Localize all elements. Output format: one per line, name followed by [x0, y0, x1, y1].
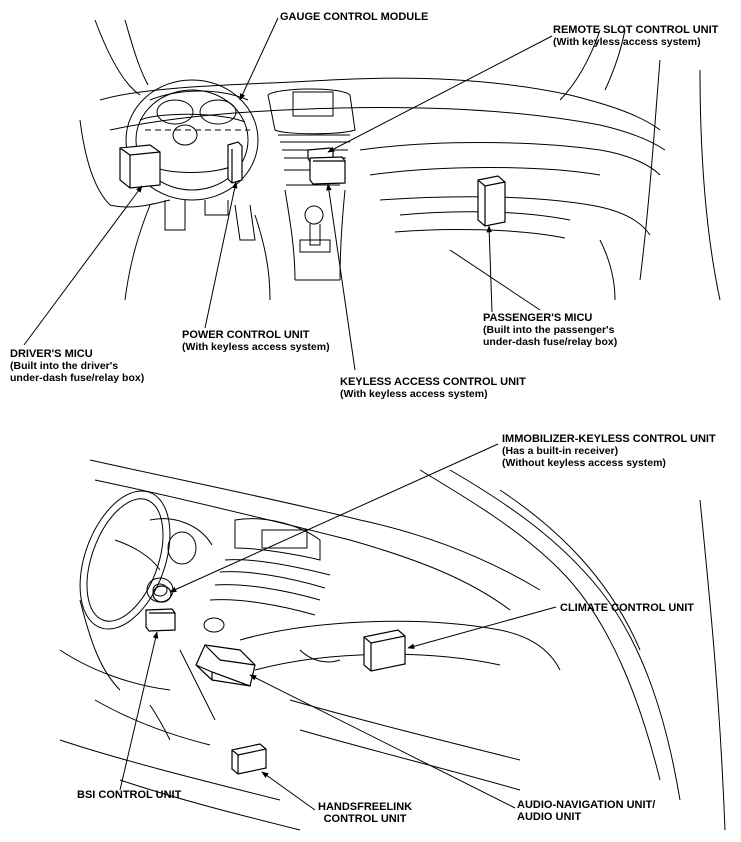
label-climate-control-unit: CLIMATE CONTROL UNIT	[560, 602, 694, 614]
handsfreelink-line1: HANDSFREELINK	[318, 801, 413, 813]
remote-slot-note: (With keyless access system)	[553, 36, 701, 48]
climate-title: CLIMATE CONTROL UNIT	[560, 602, 695, 614]
label-handsfreelink-control-unit: HANDSFREELINK CONTROL UNIT	[318, 801, 412, 825]
bottom-modules	[146, 586, 405, 774]
driver-micu-note1: (Built into the driver's	[10, 360, 119, 372]
passenger-micu-box	[478, 176, 505, 226]
driver-micu-box	[120, 145, 160, 188]
label-immobilizer-keyless-control-unit: IMMOBILIZER-KEYLESS CONTROL UNIT (Has a …	[502, 433, 716, 469]
passenger-micu-note1: (Built into the passenger's	[483, 324, 615, 336]
top-dashboard-illustration	[80, 20, 720, 310]
gauge-title: GAUGE CONTROL MODULE	[280, 11, 429, 23]
power-control-unit-box	[228, 142, 242, 183]
immobilizer-ring	[153, 586, 171, 602]
label-bsi-control-unit: BSI CONTROL UNIT	[77, 789, 181, 801]
label-passengers-micu: PASSENGER'S MICU (Built into the passeng…	[483, 312, 617, 348]
power-control-title: POWER CONTROL UNIT	[182, 329, 310, 341]
audio-nav-line1: AUDIO-NAVIGATION UNIT/	[517, 799, 656, 811]
bsi-title: BSI CONTROL UNIT	[77, 789, 182, 801]
driver-micu-title: DRIVER'S MICU	[10, 348, 93, 360]
passenger-micu-note2: under-dash fuse/relay box)	[483, 336, 618, 348]
label-audio-navigation-unit: AUDIO-NAVIGATION UNIT/ AUDIO UNIT	[517, 799, 655, 823]
label-drivers-micu: DRIVER'S MICU (Built into the driver's u…	[10, 348, 144, 384]
immobilizer-title: IMMOBILIZER-KEYLESS CONTROL UNIT	[502, 433, 716, 445]
label-remote-slot-control-unit: REMOTE SLOT CONTROL UNIT (With keyless a…	[553, 24, 718, 48]
climate-box	[364, 630, 405, 671]
label-keyless-access-control-unit: KEYLESS ACCESS CONTROL UNIT (With keyles…	[340, 376, 526, 400]
label-power-control-unit: POWER CONTROL UNIT (With keyless access …	[182, 329, 330, 353]
passenger-micu-title: PASSENGER'S MICU	[483, 312, 593, 324]
driver-micu-note2: under-dash fuse/relay box)	[10, 372, 145, 384]
audio-nav-line2: AUDIO UNIT	[517, 811, 582, 823]
bottom-dashboard-illustration	[60, 460, 725, 830]
handsfreelink-box	[232, 744, 266, 774]
label-gauge-control-module: GAUGE CONTROL MODULE	[280, 11, 428, 23]
bottom-leader-lines	[120, 444, 556, 810]
immobilizer-note1: (Has a built-in receiver)	[502, 445, 619, 457]
keyless-access-title: KEYLESS ACCESS CONTROL UNIT	[340, 376, 526, 388]
handsfreelink-line2: CONTROL UNIT	[323, 813, 407, 825]
audio-nav-box	[196, 645, 255, 686]
immobilizer-note2: (Without keyless access system)	[502, 457, 666, 469]
top-modules	[120, 142, 505, 226]
bsi-box	[146, 609, 175, 631]
keyless-access-box	[310, 157, 345, 184]
keyless-access-note: (With keyless access system)	[340, 388, 488, 400]
power-control-note: (With keyless access system)	[182, 341, 330, 353]
top-leader-lines	[24, 18, 552, 370]
remote-slot-title: REMOTE SLOT CONTROL UNIT	[553, 24, 719, 36]
